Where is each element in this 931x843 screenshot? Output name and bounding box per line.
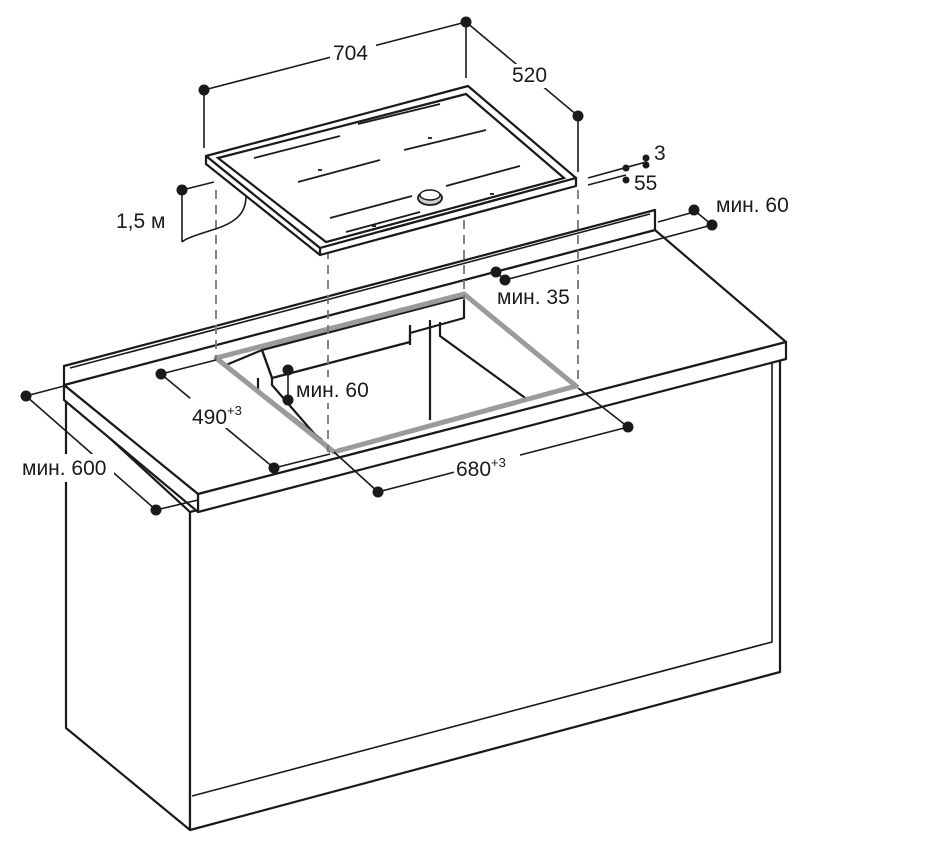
zone-mark [403, 129, 487, 151]
hob-width-label: 704 [333, 42, 368, 65]
power-cable [181, 195, 247, 243]
projection-lines [215, 130, 579, 452]
cable-length-label: 1,5 м [116, 210, 165, 233]
cutout-outline [213, 291, 579, 455]
cutout-width-label: 680+3 [456, 455, 506, 481]
cutout-inner-left [225, 348, 331, 453]
glass-thickness-label: 3 [654, 142, 666, 165]
zone-mark [445, 165, 521, 187]
front-edge-label: мин. 35 [497, 286, 570, 309]
hob [204, 84, 578, 257]
cutout-inner-right [438, 322, 529, 401]
hob-frame-side [204, 154, 322, 257]
hob-height-label: 55 [634, 172, 657, 195]
worktop-upstand [62, 208, 657, 387]
zone-mark [297, 159, 381, 183]
side-gap-label: мин. 60 [296, 379, 369, 402]
worktop-depth-label: мин. 600 [22, 457, 106, 480]
hob-depth-label: 520 [512, 64, 547, 87]
worktop [62, 208, 788, 514]
zone-mark [253, 135, 341, 159]
dimension-lines [20, 16, 718, 516]
worktop-side-edge [62, 383, 200, 514]
cutout-depth-label: 490+3 [192, 403, 242, 429]
zone-mark [345, 211, 421, 233]
cabinet-door-outline [191, 360, 773, 797]
control-knob [417, 189, 443, 206]
upstand-top-edge [69, 213, 651, 369]
dimension-labels: 704 520 1,5 м 3 55 мин. 60 мин. 35 мин. … [20, 42, 789, 482]
zone-mark [357, 103, 441, 125]
rear-gap-label: мин. 60 [716, 194, 789, 217]
zone-mark [329, 195, 413, 219]
hob-glass [215, 92, 567, 244]
